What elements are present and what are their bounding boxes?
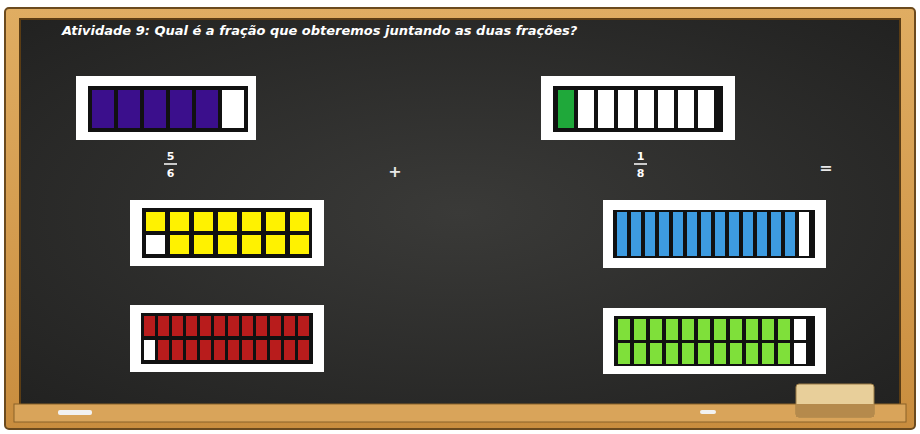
filled-cell — [558, 90, 574, 128]
bar-body — [142, 208, 312, 258]
bar-body — [614, 316, 815, 366]
fraction-line — [634, 163, 647, 165]
bar-body — [613, 210, 815, 258]
eraser — [796, 384, 874, 417]
filled-cells — [170, 235, 309, 254]
filled-cells — [158, 340, 309, 360]
wood-frame — [5, 8, 915, 429]
filled-cells — [144, 316, 309, 336]
chalk-tray — [14, 404, 906, 422]
empty-cell — [222, 90, 244, 128]
empty-cell — [794, 343, 806, 364]
chalk-piece — [700, 410, 716, 414]
empty-cell — [799, 212, 809, 256]
filled-cells — [618, 319, 790, 340]
fraction-line — [164, 163, 177, 165]
chalk-piece — [58, 410, 92, 415]
filled-cells — [92, 90, 218, 128]
numerator: 5 — [167, 150, 175, 163]
filled-cells — [618, 343, 790, 364]
option-frame — [130, 305, 324, 372]
empty-cells — [578, 90, 714, 128]
activity-title: Atividade 9: Qual é a fração que obterem… — [62, 23, 577, 38]
empty-cell — [144, 340, 155, 360]
option-frame — [130, 200, 324, 266]
bar-frame — [76, 76, 256, 140]
empty-cell — [146, 235, 165, 254]
bar-body — [141, 313, 313, 364]
empty-cell — [794, 319, 806, 340]
eraser-base — [796, 404, 874, 417]
filled-cells — [146, 212, 309, 231]
board-surface — [20, 19, 900, 406]
bar-body — [553, 86, 723, 132]
plus-sign: + — [388, 162, 401, 181]
option-frame — [603, 200, 826, 268]
filled-cells — [617, 212, 795, 256]
denominator: 6 — [167, 167, 175, 180]
bar-body — [88, 86, 248, 132]
option-frame — [603, 308, 826, 374]
bar-frame — [541, 76, 735, 140]
denominator: 8 — [637, 167, 645, 180]
equals-sign: = — [819, 158, 832, 177]
numerator: 1 — [637, 150, 645, 163]
